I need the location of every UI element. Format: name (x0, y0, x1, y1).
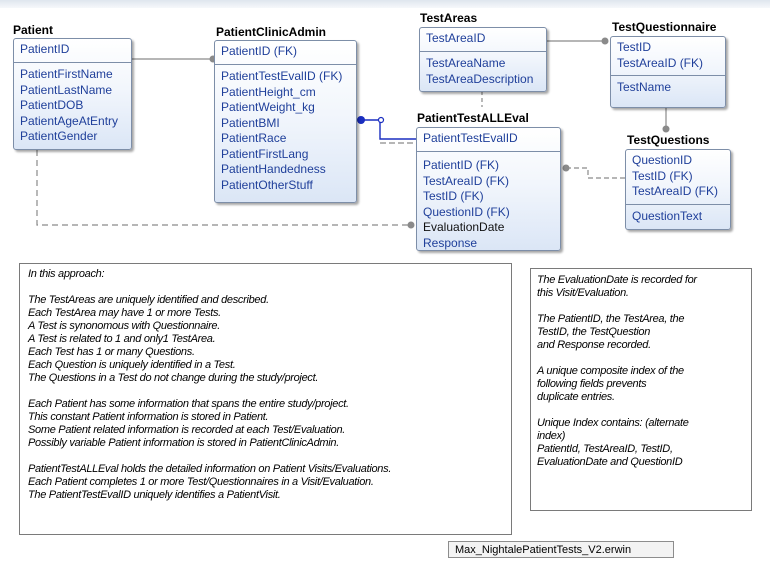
note-line: following fields prevents (537, 378, 647, 390)
entity-title-patient-test-all-eval: PatientTestALLEval (417, 111, 529, 125)
key-attribute: PatientID (FK) (221, 44, 298, 58)
note-line: duplicate entries. (537, 391, 615, 403)
entity-test-questionnaire[interactable]: TestID TestAreaID (FK) TestName (610, 36, 726, 108)
note-line: The EvaluationDate is recorded for (537, 274, 697, 286)
attribute: PatientGender (20, 129, 98, 143)
rel-patient-eval (36, 150, 409, 226)
attribute: PatientID (FK) (423, 158, 500, 172)
attribute: PatientHeight_cm (221, 84, 316, 99)
rel-end-dot (601, 37, 609, 45)
entity-test-areas[interactable]: TestAreaID TestAreaName TestAreaDescript… (419, 27, 547, 92)
note-line: PatientId, TestAreaID, TestID, (537, 443, 673, 455)
note-line: Each TestArea may have 1 or more Tests. (28, 307, 221, 319)
note-line: This constant Patient information is sto… (28, 411, 269, 423)
rel-end-dot (562, 164, 570, 172)
note-line: The PatientID, the TestArea, the (537, 313, 685, 325)
note-line: The Questions in a Test do not change du… (28, 372, 319, 384)
rel-end-dot (357, 116, 365, 124)
key-attribute: PatientTestEvalID (423, 131, 518, 145)
key-attribute: TestAreaID (FK) (617, 55, 704, 70)
note-line: Each Test has 1 or many Questions. (28, 346, 195, 358)
attribute: EvaluationDate (423, 220, 505, 234)
attribute: PatientFirstLang (221, 146, 309, 161)
attribute: PatientFirstName (20, 67, 113, 81)
key-attribute: PatientID (20, 42, 70, 56)
entity-patient[interactable]: PatientID PatientFirstName PatientLastNa… (13, 38, 132, 150)
attribute: PatientBMI (221, 115, 280, 130)
note-line: The TestAreas are uniquely identified an… (28, 294, 269, 306)
attribute: PatientDOB (20, 98, 84, 112)
note-line: index) (537, 430, 566, 442)
rel-testquestions-eval (568, 167, 625, 179)
key-attribute: TestID (FK) (632, 168, 693, 183)
attribute: TestAreaID (FK) (423, 173, 510, 188)
entity-title-test-questionnaire: TestQuestionnaire (612, 20, 717, 34)
note-line: In this approach: (28, 268, 105, 280)
file-name-label: Max_NightalePatientTests_V2.erwin (448, 541, 674, 558)
note-line: The PatientTestEvalID uniquely identifie… (28, 489, 281, 501)
attribute: PatientLastName (20, 82, 113, 97)
attribute: PatientOtherStuff (221, 177, 313, 192)
rel-end-dot (662, 125, 670, 133)
note-line: EvaluationDate and QuestionID (537, 456, 683, 468)
key-attribute: TestAreaID (426, 31, 486, 45)
entity-title-test-areas: TestAreas (420, 11, 478, 25)
attribute: PatientHandedness (221, 162, 326, 176)
attribute: PatientRace (221, 131, 287, 145)
attribute: QuestionID (FK) (423, 204, 510, 219)
attribute: TestAreaName (426, 56, 506, 70)
note-line: Some Patient related information is reco… (28, 424, 346, 436)
entity-title-clinic-admin: PatientClinicAdmin (216, 25, 327, 39)
attribute: PatientWeight_kg (221, 100, 315, 114)
note-line: A Test is related to 1 and only1 TestAre… (28, 333, 216, 345)
note-line: and Response recorded. (537, 339, 651, 351)
note-line: TestID, the TestQuestion (537, 326, 651, 338)
entity-test-questions[interactable]: QuestionID TestID (FK) TestAreaID (FK) Q… (625, 149, 731, 230)
note-approach: In this approach: The TestAreas are uniq… (19, 263, 512, 535)
attribute: QuestionText (632, 209, 703, 223)
note-line (28, 385, 391, 398)
rel-clinicadmin-eval (363, 119, 416, 140)
entity-patient-test-all-eval[interactable]: PatientTestEvalID PatientID (FK) TestAre… (416, 127, 561, 251)
key-attribute: TestID (617, 40, 652, 54)
note-line: this Visit/Evaluation. (537, 287, 629, 299)
entity-title-patient: Patient (13, 23, 54, 37)
rel-end-dot (407, 221, 415, 229)
attribute: TestName (617, 80, 672, 94)
note-line: Each Patient has some information that s… (28, 398, 349, 410)
entity-title-test-questions: TestQuestions (627, 133, 710, 147)
note-line: Each Question is uniquely identified in … (28, 359, 236, 371)
key-attribute: QuestionID (632, 153, 693, 167)
note-line (537, 352, 697, 365)
key-attribute: TestAreaID (FK) (632, 184, 719, 198)
note-unique-index: The EvaluationDate is recorded for this … (530, 268, 752, 511)
note-line: Possibly variable Patient information is… (28, 437, 339, 449)
attribute: TestAreaDescription (426, 71, 534, 86)
note-line: A Test is synonomous with Questionnaire. (28, 320, 221, 332)
top-edge-bar (0, 0, 770, 8)
entity-patient-clinic-admin[interactable]: PatientID (FK) PatientTestEvalID (FK) Pa… (214, 40, 357, 203)
note-line: Each Patient completes 1 or more Test/Qu… (28, 476, 374, 488)
note-line (28, 281, 391, 294)
note-line (537, 300, 697, 313)
attribute: PatientTestEvalID (FK) (221, 69, 343, 83)
note-line (537, 404, 697, 417)
note-line: A unique composite index of the (537, 365, 684, 377)
note-line: PatientTestALLEval holds the detailed in… (28, 463, 392, 475)
attribute: PatientAgeAtEntry (20, 113, 119, 128)
note-line (28, 450, 391, 463)
attribute: TestID (FK) (423, 189, 484, 203)
note-line: Unique Index contains: (alternate (537, 417, 689, 429)
attribute: Response (423, 235, 478, 250)
